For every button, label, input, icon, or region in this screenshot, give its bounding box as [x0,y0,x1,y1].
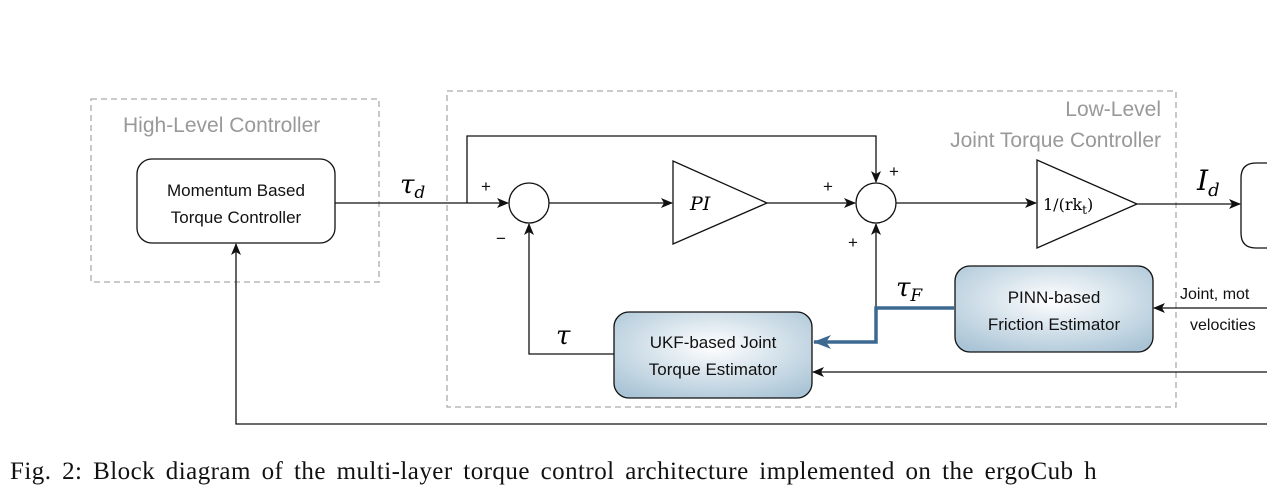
sum1-plus-sign: + [481,177,491,196]
motor-block-partial [1240,162,1267,249]
feedforward-line [466,135,881,203]
pi-gain-block [672,159,769,245]
summing-junction-2 [855,182,897,224]
tau-feedback-line [524,223,614,355]
high-level-group-box [90,98,380,283]
sum1-minus-sign: − [496,229,506,248]
measurement-input-label-line2: velocities [1190,317,1256,334]
ukf-torque-estimator-block [613,311,813,399]
pi-gain-label: PI [689,193,711,215]
momentum-controller-label-line2: Torque Controller [171,208,302,227]
momentum-controller-label-line1: Momentum Based [167,181,305,200]
figure-caption: Fig. 2: Block diagram of the multi-layer… [10,458,1098,485]
tau-f-label: τF [896,273,923,306]
summing-junction-1 [508,182,550,224]
sum2-top-plus-sign: + [889,162,899,181]
ukf-estimator-label-line1: UKF-based Joint [650,333,777,352]
pinn-friction-estimator-block [954,265,1154,353]
low-level-group-box [446,90,1177,408]
momentum-controller-block [136,158,336,244]
high-level-feedback-line [231,243,1267,425]
current-gain-block [1036,159,1139,249]
current-gain-label: 1/(rkt) [1043,195,1093,217]
ukf-estimator-label-line2: Torque Estimator [649,360,778,379]
tau-label: τ [556,321,571,351]
sum2-left-plus-sign: + [823,177,833,196]
tau-d-label: τd [400,170,425,203]
low-level-group-label-line2: Joint Torque Controller [950,129,1161,152]
pinn-estimator-label-line1: PINN-based [1008,288,1101,307]
i-d-label: Id [1196,164,1220,201]
pinn-estimator-label-line2: Friction Estimator [988,315,1121,334]
measurement-input-label-line1: Joint, mot [1180,286,1250,303]
sum2-bottom-plus-sign: + [848,233,858,252]
friction-to-ukf-highlight-arrow [813,306,954,349]
low-level-group-label-line1: Low-Level [1065,98,1161,121]
high-level-group-label: High-Level Controller [123,114,320,137]
